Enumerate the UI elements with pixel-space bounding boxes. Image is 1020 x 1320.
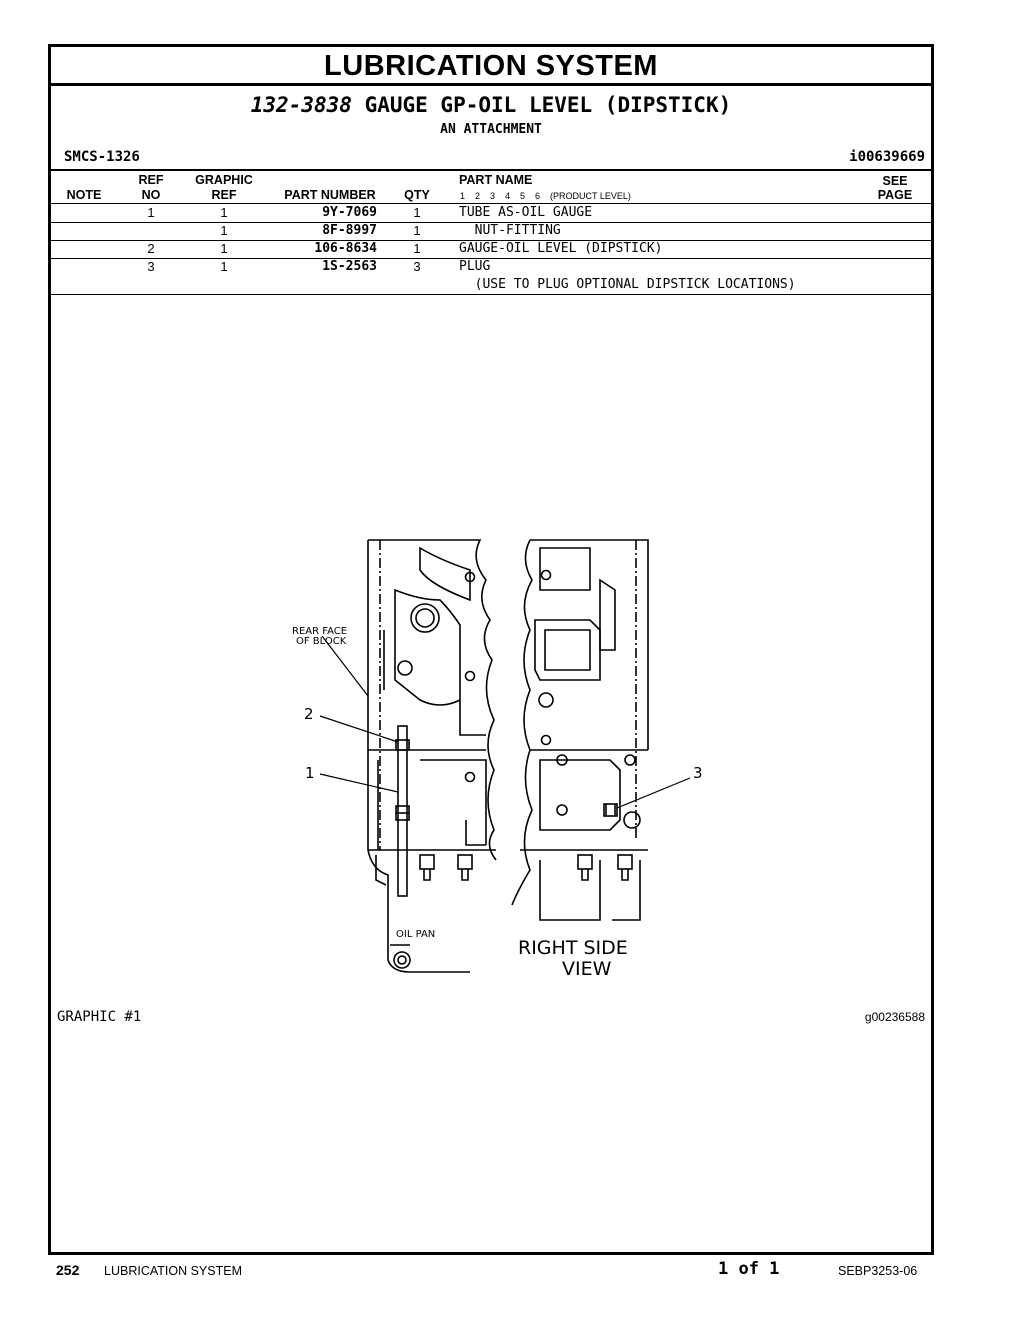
callout-2: 2 xyxy=(304,705,314,723)
col-product-level: 1 2 3 4 5 6 (PRODUCT LEVEL) xyxy=(460,191,631,201)
group-part-number: 132-3838 xyxy=(250,93,352,117)
footer-section: LUBRICATION SYSTEM xyxy=(104,1264,242,1278)
graphic-ref: 1 xyxy=(220,205,228,220)
col-see-bottom: PAGE xyxy=(877,188,913,202)
qty: 3 xyxy=(413,259,421,274)
row-rule xyxy=(51,240,931,241)
part-number: 106-8634 xyxy=(314,241,377,256)
footer-page-number: 252 xyxy=(56,1262,80,1278)
smcs-code: SMCS-1326 xyxy=(64,149,140,165)
label-rear-face-1: REAR FACE xyxy=(292,626,347,637)
qty: 1 xyxy=(413,223,421,238)
group-type: AN ATTACHMENT xyxy=(440,122,542,137)
graphic-id: g00236588 xyxy=(864,1010,925,1024)
part-number: 8F-8997 xyxy=(322,223,377,238)
group-name: GAUGE GP-OIL LEVEL (DIPSTICK) xyxy=(364,93,732,117)
callout-1: 1 xyxy=(305,764,315,782)
part-name: NUT-FITTING xyxy=(459,223,561,238)
leader-lines xyxy=(319,635,691,809)
page-frame: LUBRICATION SYSTEM 132-3838 GAUGE GP-OIL… xyxy=(48,44,934,1255)
table-top-rule xyxy=(51,169,931,171)
part-name: PLUG xyxy=(459,259,491,274)
ref-no: 2 xyxy=(147,241,155,256)
ref-no: 1 xyxy=(147,205,155,220)
col-graphic-bottom: REF xyxy=(211,188,237,202)
footer-page-of: 1 of 1 xyxy=(718,1259,780,1279)
part-name: GAUGE-OIL LEVEL (DIPSTICK) xyxy=(459,241,663,256)
label-oil-pan: OIL PAN xyxy=(396,929,435,940)
graphic-ref: 1 xyxy=(220,259,228,274)
dipstick-tube xyxy=(395,725,410,897)
label-rear-face-2: OF BLOCK xyxy=(296,636,347,647)
section-title-bar: LUBRICATION SYSTEM xyxy=(51,47,931,86)
table-bottom-rule xyxy=(51,294,931,295)
qty: 1 xyxy=(413,205,421,220)
label-view-1: RIGHT SIDE xyxy=(518,937,628,959)
graphic-ref: 1 xyxy=(220,223,228,238)
part-name-note: (USE TO PLUG OPTIONAL DIPSTICK LOCATIONS… xyxy=(459,277,796,292)
col-see-top: SEE xyxy=(882,174,908,188)
label-view-2: VIEW xyxy=(562,958,612,980)
col-part-name: PART NAME xyxy=(459,173,533,187)
part-number: 9Y-7069 xyxy=(322,205,377,220)
graphic-ref: 1 xyxy=(220,241,228,256)
col-note: NOTE xyxy=(66,188,102,202)
col-graphic-top: GRAPHIC xyxy=(195,173,253,187)
row-rule xyxy=(51,222,931,223)
group-title: 132-3838 GAUGE GP-OIL LEVEL (DIPSTICK) xyxy=(51,93,931,117)
illustration-id: i00639669 xyxy=(849,149,925,165)
part-name: TUBE AS-OIL GAUGE xyxy=(459,205,593,220)
engine-right-view xyxy=(511,539,649,921)
part-number: 1S-2563 xyxy=(322,259,377,274)
col-qty: QTY xyxy=(404,188,430,202)
header-rule xyxy=(51,203,931,204)
col-part-number: PART NUMBER xyxy=(284,188,376,202)
graphic-label: GRAPHIC #1 xyxy=(57,1009,142,1025)
qty: 1 xyxy=(413,241,421,256)
footer-doc-number: SEBP3253-06 xyxy=(838,1264,918,1278)
col-ref-top: REF xyxy=(138,173,164,187)
col-ref-bottom: NO xyxy=(141,188,161,202)
row-rule xyxy=(51,258,931,259)
engine-left-view xyxy=(367,539,497,973)
section-title: LUBRICATION SYSTEM xyxy=(324,50,658,82)
ref-no: 3 xyxy=(147,259,155,274)
callout-3: 3 xyxy=(693,764,703,782)
